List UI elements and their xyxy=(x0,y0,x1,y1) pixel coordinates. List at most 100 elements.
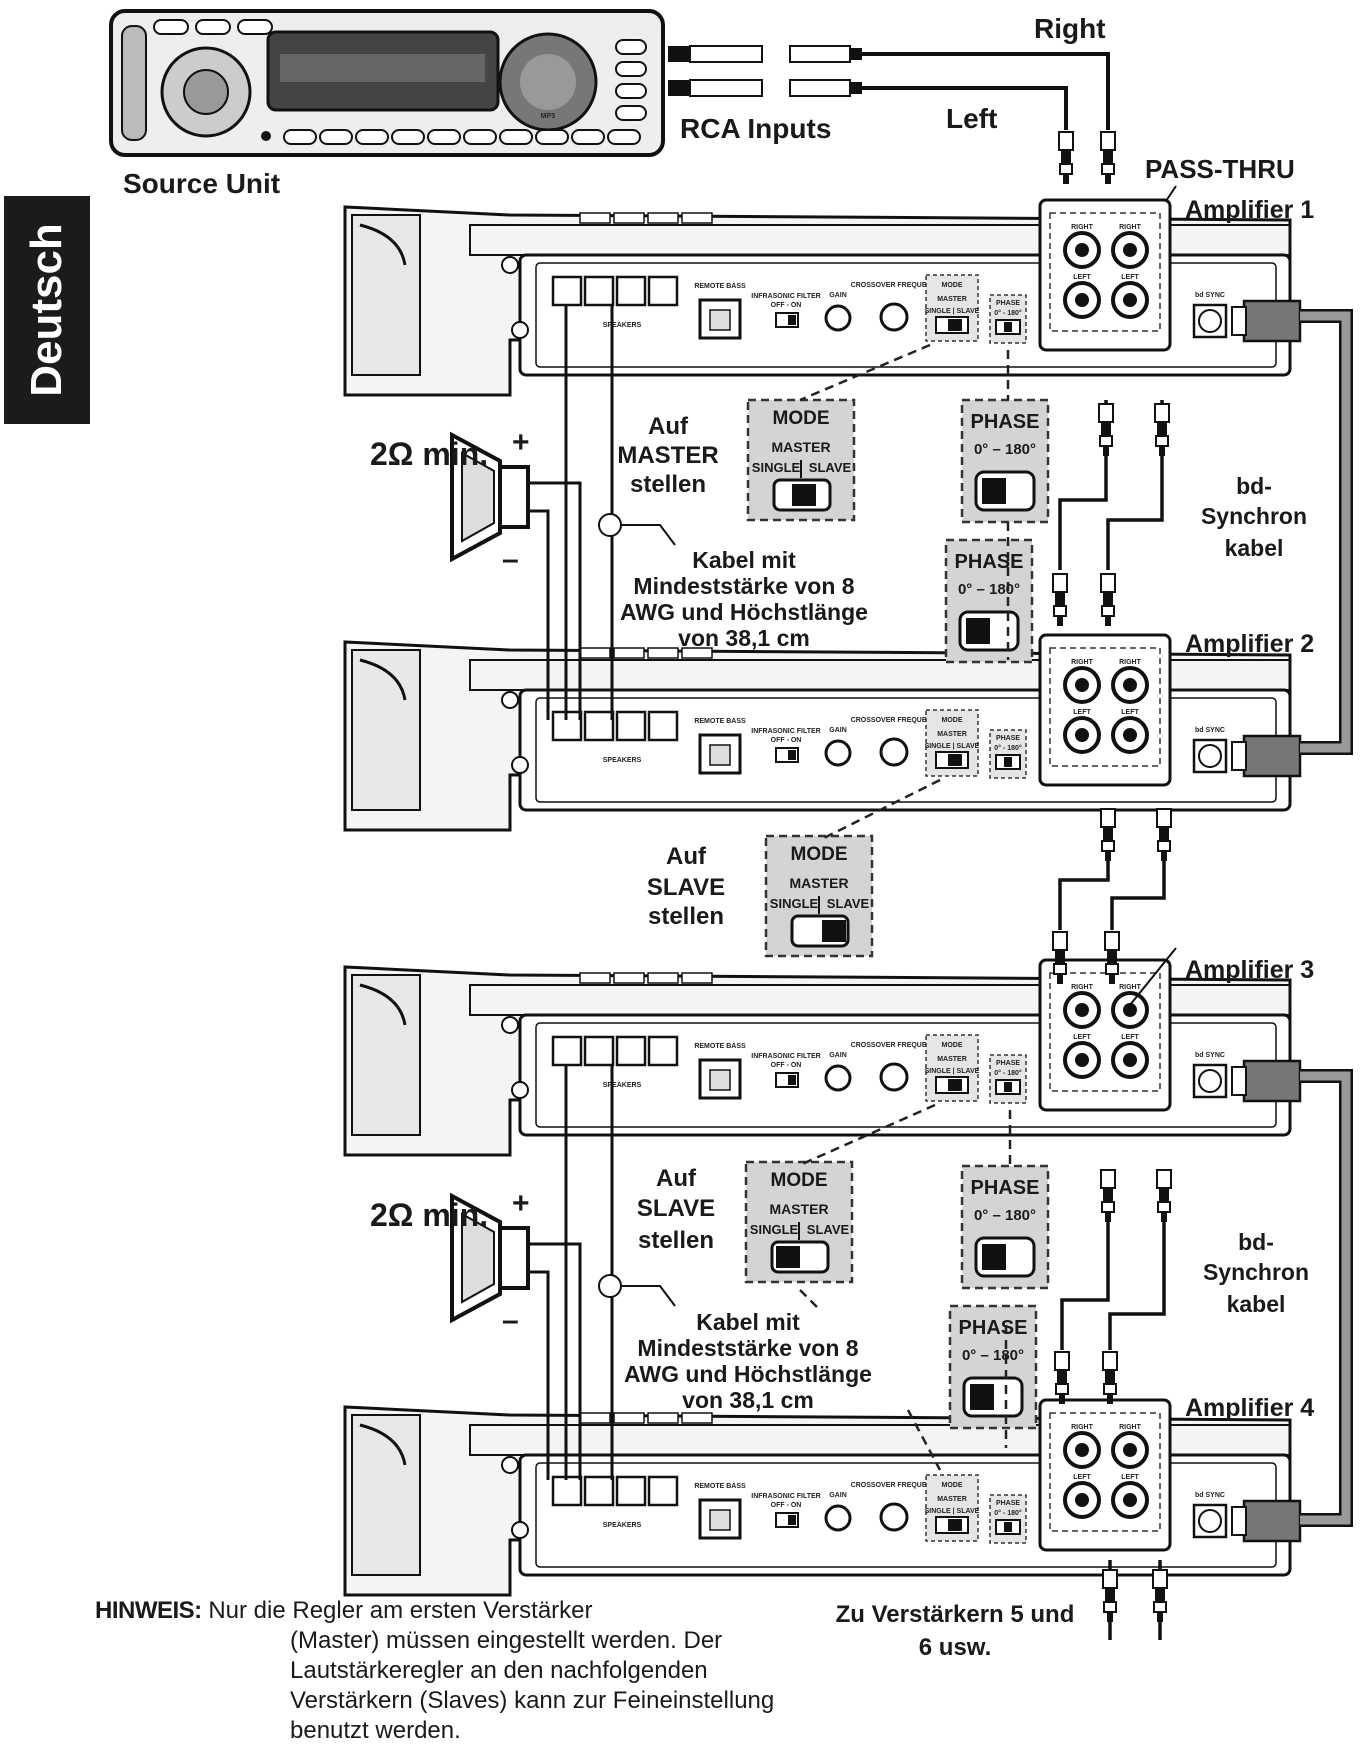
rca-right-2-label: RIGHT xyxy=(1119,1424,1142,1431)
rca-left-2-label: LEFT xyxy=(1121,709,1139,716)
amplifier-1: SPEAKERS REMOTE BASS INFRASONIC FILTER OFF … xyxy=(343,198,1302,397)
phase-label: PHASE xyxy=(996,735,1020,742)
onward-line-1: Zu Verstärkern 5 und xyxy=(835,1601,1075,1628)
infrasonic-filter-label: INFRASONIC FILTER xyxy=(751,293,820,300)
rca-right-1-label: RIGHT xyxy=(1071,224,1094,231)
phase-label: PHASE xyxy=(996,300,1020,307)
bd-cable-1-line-3: kabel xyxy=(1225,535,1284,561)
gain-label: GAIN xyxy=(829,727,847,734)
mode-callout-slave-3: SLAVE xyxy=(807,1222,850,1237)
infrasonic-off-on-label: OFF - ON xyxy=(771,1062,802,1069)
onward-line-2: 6 usw. xyxy=(918,1634,992,1661)
speaker-minus-1: – xyxy=(502,543,519,576)
phase-callout-title-3: PHASE xyxy=(971,1177,1040,1199)
cable-1-line-1: Kabel mit xyxy=(692,547,796,573)
speaker-2: +–2Ω min. xyxy=(370,1064,676,1480)
speaker-plus-2: + xyxy=(512,1187,530,1220)
remote-bass-label: REMOTE BASS xyxy=(694,283,746,290)
infrasonic-off-on-label: OFF - ON xyxy=(771,737,802,744)
cable-1-line-2: Mindeststärke von 8 xyxy=(633,573,854,599)
set-slave-2-line-3: stellen xyxy=(638,1227,714,1254)
phase-callout-title-4: PHASE xyxy=(959,1317,1028,1339)
rca-right-2-label: RIGHT xyxy=(1119,984,1142,991)
set-master-line-2: MASTER xyxy=(617,442,718,469)
mode-callout-master-2: MASTER xyxy=(789,875,848,891)
remote-bass-label: REMOTE BASS xyxy=(694,718,746,725)
cable-2-line-2: Mindeststärke von 8 xyxy=(637,1335,858,1361)
impedance-label-1: 2Ω min. xyxy=(370,436,488,472)
mode-callout-single-3: SINGLE xyxy=(750,1222,799,1237)
mode-label: MODE xyxy=(942,1482,963,1489)
rca-right-1-label: RIGHT xyxy=(1071,659,1094,666)
mp3-badge: MP3 xyxy=(541,113,556,120)
gain-label: GAIN xyxy=(829,292,847,299)
rca-right-2-label: RIGHT xyxy=(1119,224,1142,231)
remote-bass-label: REMOTE BASS xyxy=(694,1043,746,1050)
bd-cable-2-line-2: Synchron xyxy=(1203,1259,1309,1285)
rca-left-1-label: LEFT xyxy=(1073,709,1091,716)
bd-sync-label: bd SYNC xyxy=(1195,1492,1225,1499)
phase-callout-range-1: 0° – 180° xyxy=(974,441,1036,458)
phase-callout-1: PHASE 0° – 180° xyxy=(960,398,1050,524)
mode-single-slave-label: SINGLE | SLAVE xyxy=(925,743,980,750)
speakers-terminal-label: SPEAKERS xyxy=(603,1522,642,1529)
rca-left-1-label: LEFT xyxy=(1073,1034,1091,1041)
bd-cable-1-line-2: Synchron xyxy=(1201,503,1307,529)
phase-range-label: 0° - 180° xyxy=(994,309,1022,317)
mode-master-label: MASTER xyxy=(937,296,967,303)
speakers-terminal-label: SPEAKERS xyxy=(603,1082,642,1089)
bd-cable-2-line-1: bd- xyxy=(1238,1229,1274,1255)
mode-label: MODE xyxy=(942,1042,963,1049)
pass-thru-label: PASS-THRU xyxy=(1145,154,1295,184)
note-line-2: (Master) müssen eingestellt werden. Der xyxy=(290,1627,723,1654)
bd-sync-label: bd SYNC xyxy=(1195,727,1225,734)
mode-callout-slave-2: SLAVE xyxy=(827,896,870,911)
set-master-line-1: Auf xyxy=(648,413,689,440)
mode-single-slave-label: SINGLE | SLAVE xyxy=(925,308,980,315)
phase-range-label: 0° - 180° xyxy=(994,744,1022,752)
mode-master-label: MASTER xyxy=(937,731,967,738)
right-label: Right xyxy=(1034,13,1106,44)
mode-callout-title-3: MODE xyxy=(771,1170,828,1191)
callout-leaders xyxy=(799,343,1012,1471)
set-slave-1-line-2: SLAVE xyxy=(647,874,725,901)
speaker-plus-1: + xyxy=(512,426,530,459)
note-line-5: benutzt werden. xyxy=(290,1717,461,1744)
remote-bass-label: REMOTE BASS xyxy=(694,1483,746,1490)
cable-2-line-4: von 38,1 cm xyxy=(682,1387,814,1413)
note-line-3: Lautstärkeregler an den nachfolgenden xyxy=(290,1657,708,1684)
bd-cable-2-line-3: kabel xyxy=(1227,1291,1286,1317)
mode-master-label: MASTER xyxy=(937,1056,967,1063)
source-unit: MP3 xyxy=(109,9,665,157)
hinweis-note: HINWEIS: Nur die Regler am ersten Verstä… xyxy=(95,1596,845,1746)
crossover-label: CROSSOVER FREQUENCY xyxy=(851,1042,942,1049)
amplifier-3-label: Amplifier 3 xyxy=(1185,956,1314,984)
note-heading: HINWEIS: xyxy=(95,1597,202,1624)
cable-1-line-4: von 38,1 cm xyxy=(678,625,810,651)
bd-sync-label: bd SYNC xyxy=(1195,1052,1225,1059)
amplifier-2-label: Amplifier 2 xyxy=(1185,630,1314,658)
bd-sync-cables xyxy=(1300,309,1353,1527)
speakers-terminal-label: SPEAKERS xyxy=(603,322,642,329)
speakers-terminal-label: SPEAKERS xyxy=(603,757,642,764)
set-slave-1-line-3: stellen xyxy=(648,903,724,930)
phase-label: PHASE xyxy=(996,1500,1020,1507)
set-master-line-3: stellen xyxy=(630,471,706,498)
rca-right-1-label: RIGHT xyxy=(1071,984,1094,991)
rca-right-2-label: RIGHT xyxy=(1119,659,1142,666)
phase-callout-range-2: 0° – 180° xyxy=(958,581,1020,598)
phase-callout-title-1: PHASE xyxy=(971,411,1040,433)
rca-right-1-label: RIGHT xyxy=(1071,1424,1094,1431)
infrasonic-off-on-label: OFF - ON xyxy=(771,302,802,309)
infrasonic-off-on-label: OFF - ON xyxy=(771,1502,802,1509)
speaker-minus-2: – xyxy=(502,1304,519,1337)
